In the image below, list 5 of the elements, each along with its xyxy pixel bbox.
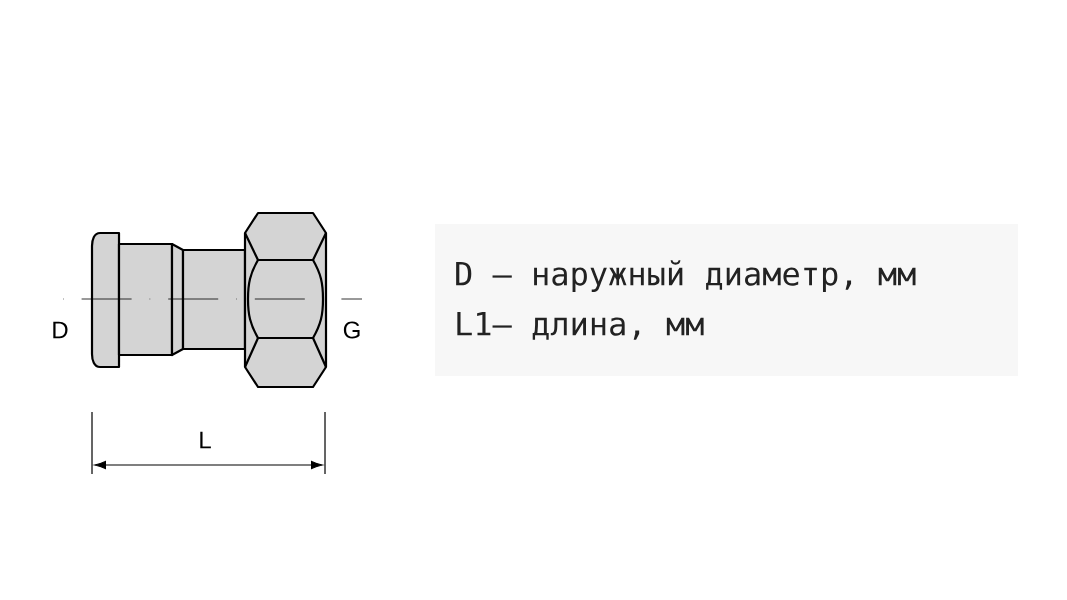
dimension-label: D [53, 321, 68, 339]
legend-text: D – наружный диаметр, мм [456, 260, 916, 292]
legend-text: L1– длина, мм [457, 312, 704, 340]
dimension-label: G [343, 321, 360, 339]
dimension-label: L [200, 431, 211, 449]
